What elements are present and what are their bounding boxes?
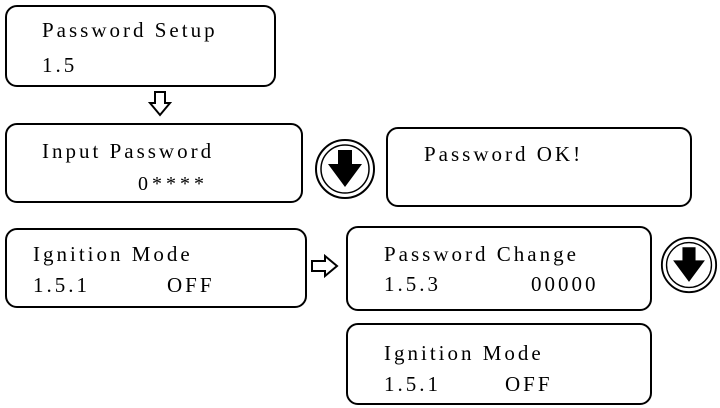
- ignition-mode-bottom-code: 1.5.1: [384, 372, 441, 396]
- ignition-mode-left-value: OFF: [167, 273, 215, 297]
- input-password-value: 0****: [138, 173, 208, 195]
- lcd-password-ok: [386, 127, 692, 207]
- password-ok-title: Password OK!: [424, 142, 584, 166]
- right-arrow-icon: [311, 254, 339, 278]
- lcd-input-password: [5, 123, 303, 203]
- password-change-title: Password Change: [384, 242, 579, 266]
- password-setup-title: Password Setup: [42, 18, 218, 42]
- password-setup-code: 1.5: [42, 53, 78, 77]
- password-change-value: 00000: [531, 272, 599, 296]
- ignition-mode-bottom-title: Ignition Mode: [384, 341, 544, 365]
- down-button-icon[interactable]: [314, 138, 376, 200]
- input-password-title: Input Password: [42, 139, 215, 163]
- lcd-ignition-mode-left: [5, 228, 307, 308]
- ignition-mode-bottom-value: OFF: [505, 372, 553, 396]
- lcd-ignition-mode-bottom: [346, 323, 652, 405]
- password-change-code: 1.5.3: [384, 272, 441, 296]
- ignition-mode-left-code: 1.5.1: [33, 273, 90, 297]
- lcd-password-setup: [5, 5, 276, 87]
- down-arrow-icon: [148, 91, 172, 117]
- lcd-password-change: [346, 226, 652, 311]
- ignition-mode-left-title: Ignition Mode: [33, 242, 193, 266]
- down-button-icon[interactable]: [660, 236, 718, 294]
